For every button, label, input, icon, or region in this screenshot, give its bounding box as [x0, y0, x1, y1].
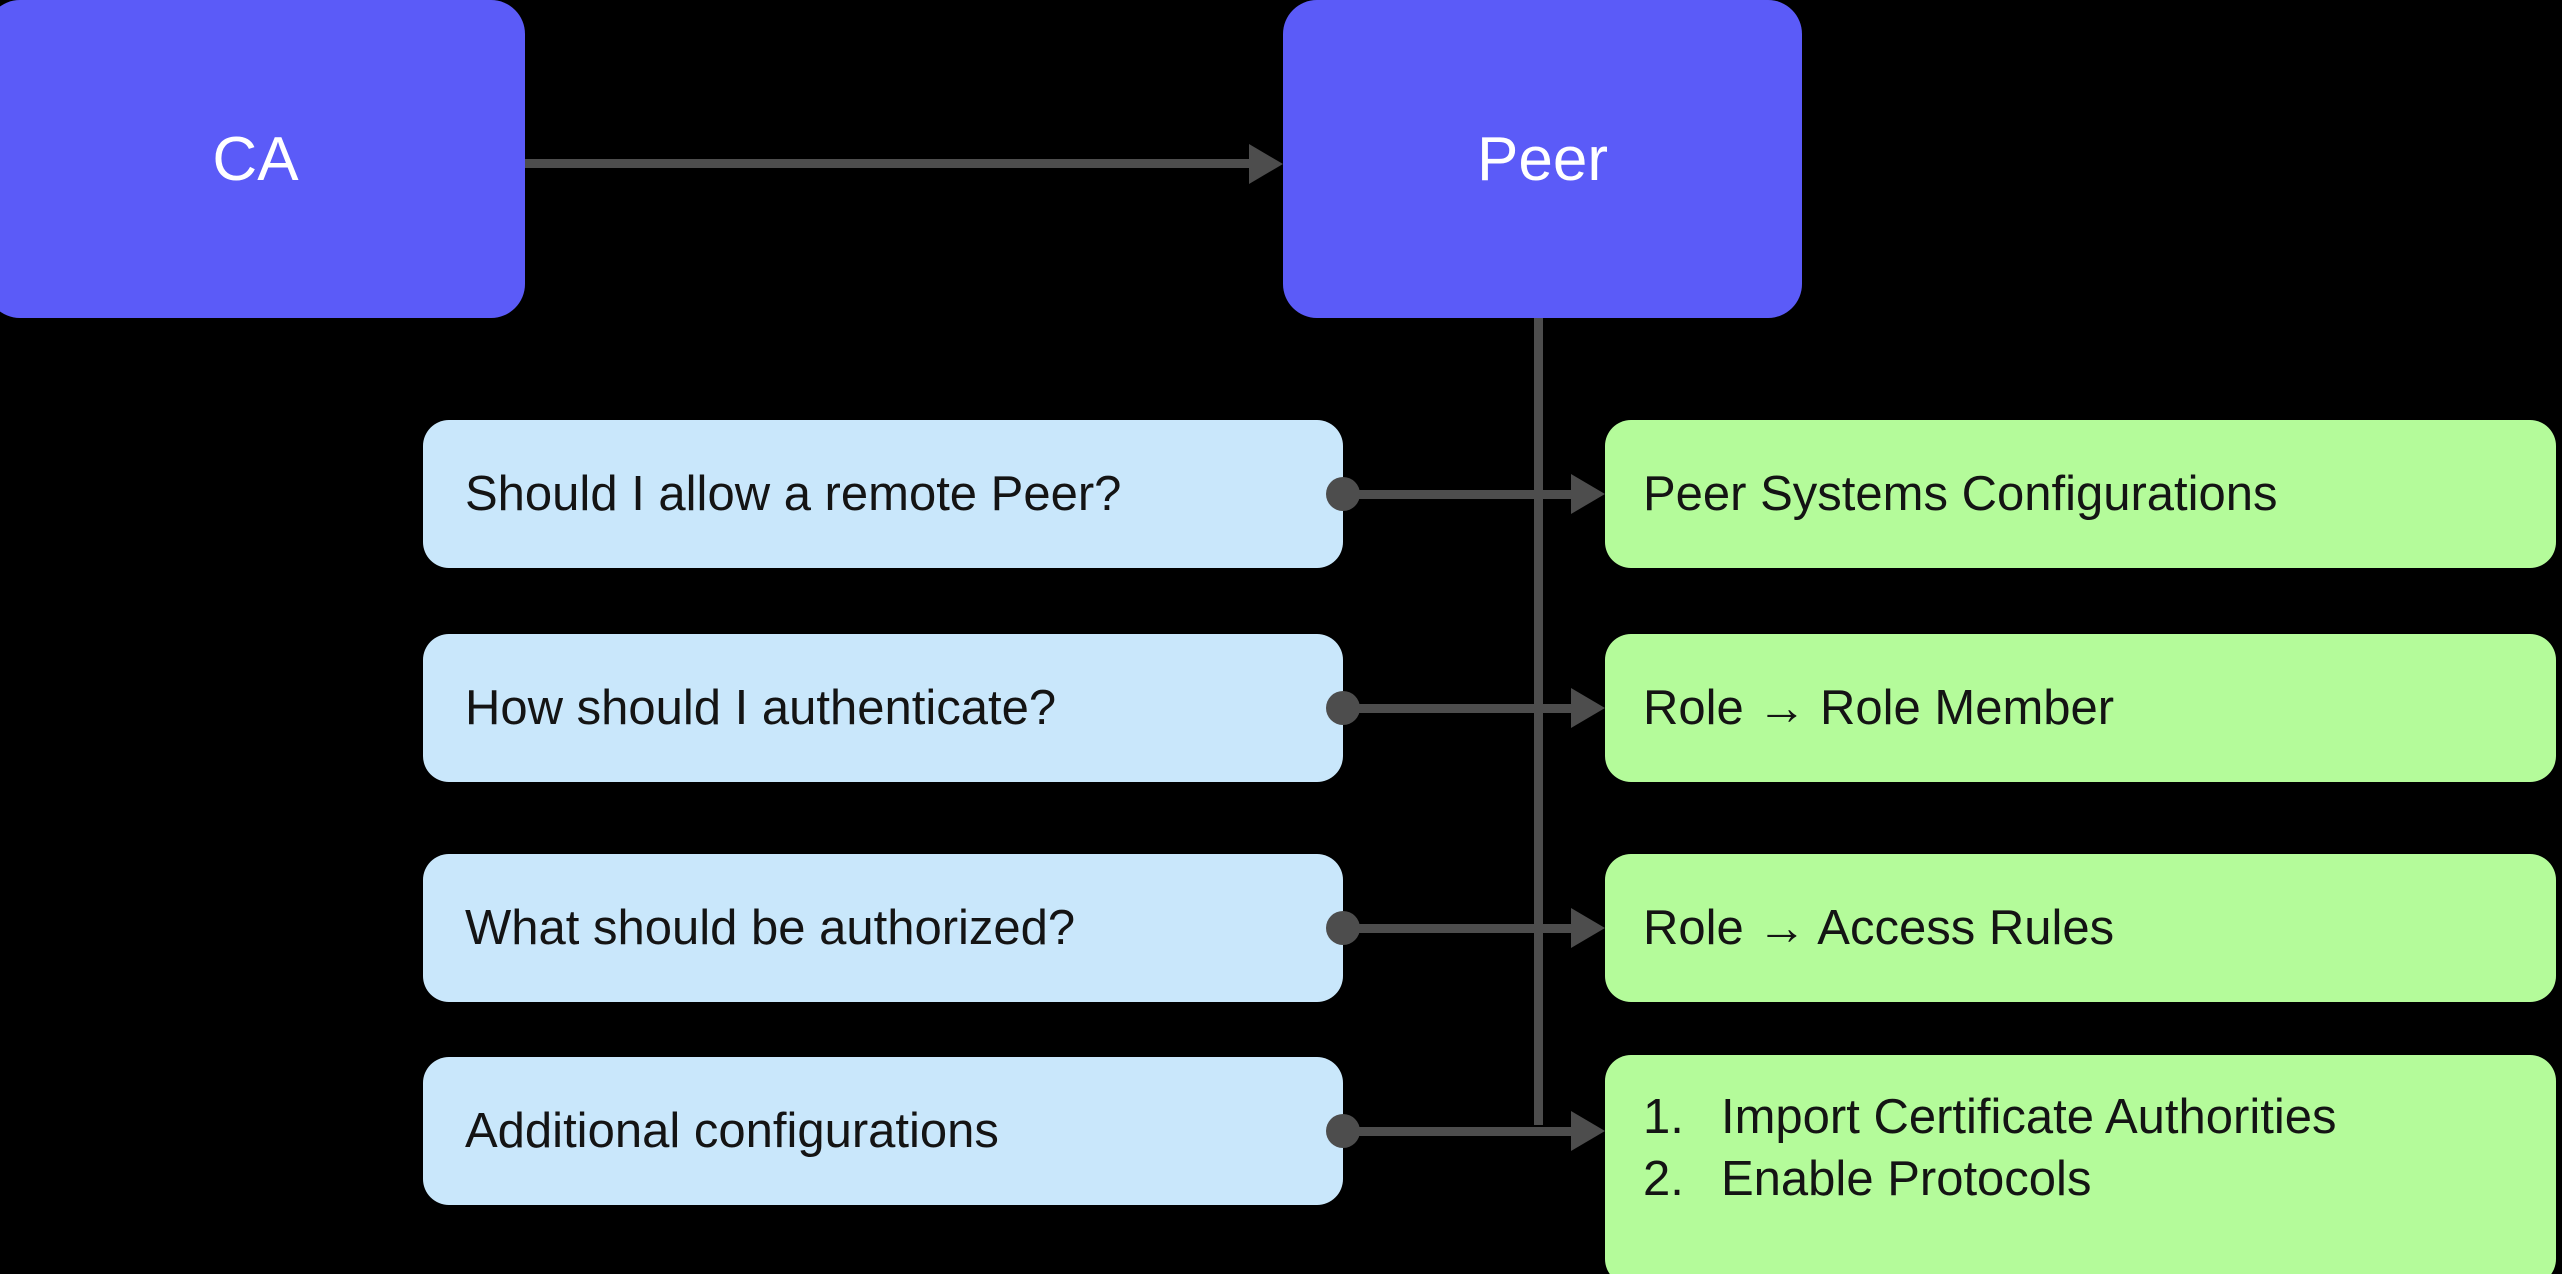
node-question-1-label: Should I allow a remote Peer? [465, 467, 1122, 521]
edge-q1-to-a1-line [1343, 490, 1571, 499]
edge-q3-to-a3-arrowhead [1571, 908, 1605, 948]
node-answer-3-label: Role → Access Rules [1643, 901, 2115, 955]
edge-ca-to-peer-arrowhead [1249, 144, 1283, 184]
edge-ca-to-peer-line [525, 159, 1249, 168]
edge-q2-to-a2-line [1343, 704, 1571, 713]
node-ca-label: CA [212, 124, 299, 194]
node-question-4[interactable]: Additional configurations [423, 1057, 1343, 1205]
answer-4-ordered-list: 1. Import Certificate Authorities 2. Ena… [1643, 1087, 2336, 1210]
edge-q4-to-a4-arrowhead [1571, 1111, 1605, 1151]
node-question-3-label: What should be authorized? [465, 901, 1076, 955]
node-ca[interactable]: CA [0, 0, 525, 318]
list-item-number: 2. [1643, 1151, 1684, 1206]
node-answer-1[interactable]: Peer Systems Configurations [1605, 420, 2556, 568]
node-question-2-label: How should I authenticate? [465, 681, 1057, 735]
edge-q1-to-a1-arrowhead [1571, 474, 1605, 514]
list-item-label: Import Certificate Authorities [1721, 1090, 2337, 1144]
node-answer-3[interactable]: Role → Access Rules [1605, 854, 2556, 1002]
node-question-2[interactable]: How should I authenticate? [423, 634, 1343, 782]
edge-q4-to-a4-line [1343, 1127, 1571, 1136]
edge-q2-to-a2-arrowhead [1571, 688, 1605, 728]
edge-peer-trunk-line [1534, 318, 1543, 1125]
list-item-label: Enable Protocols [1721, 1151, 2092, 1206]
node-answer-1-label: Peer Systems Configurations [1643, 467, 2278, 521]
list-item-number: 1. [1643, 1090, 1684, 1144]
list-item: 1. Import Certificate Authorities [1643, 1087, 2336, 1149]
node-answer-4[interactable]: 1. Import Certificate Authorities 2. Ena… [1605, 1055, 2556, 1274]
node-peer[interactable]: Peer [1283, 0, 1802, 318]
node-question-1[interactable]: Should I allow a remote Peer? [423, 420, 1343, 568]
edge-q3-to-a3-line [1343, 924, 1571, 933]
node-answer-2[interactable]: Role → Role Member [1605, 634, 2556, 782]
list-item: 2. Enable Protocols [1643, 1149, 2336, 1211]
node-question-3[interactable]: What should be authorized? [423, 854, 1343, 1002]
node-question-4-label: Additional configurations [465, 1104, 999, 1158]
node-peer-label: Peer [1477, 124, 1608, 194]
node-answer-2-label: Role → Role Member [1643, 681, 2115, 735]
